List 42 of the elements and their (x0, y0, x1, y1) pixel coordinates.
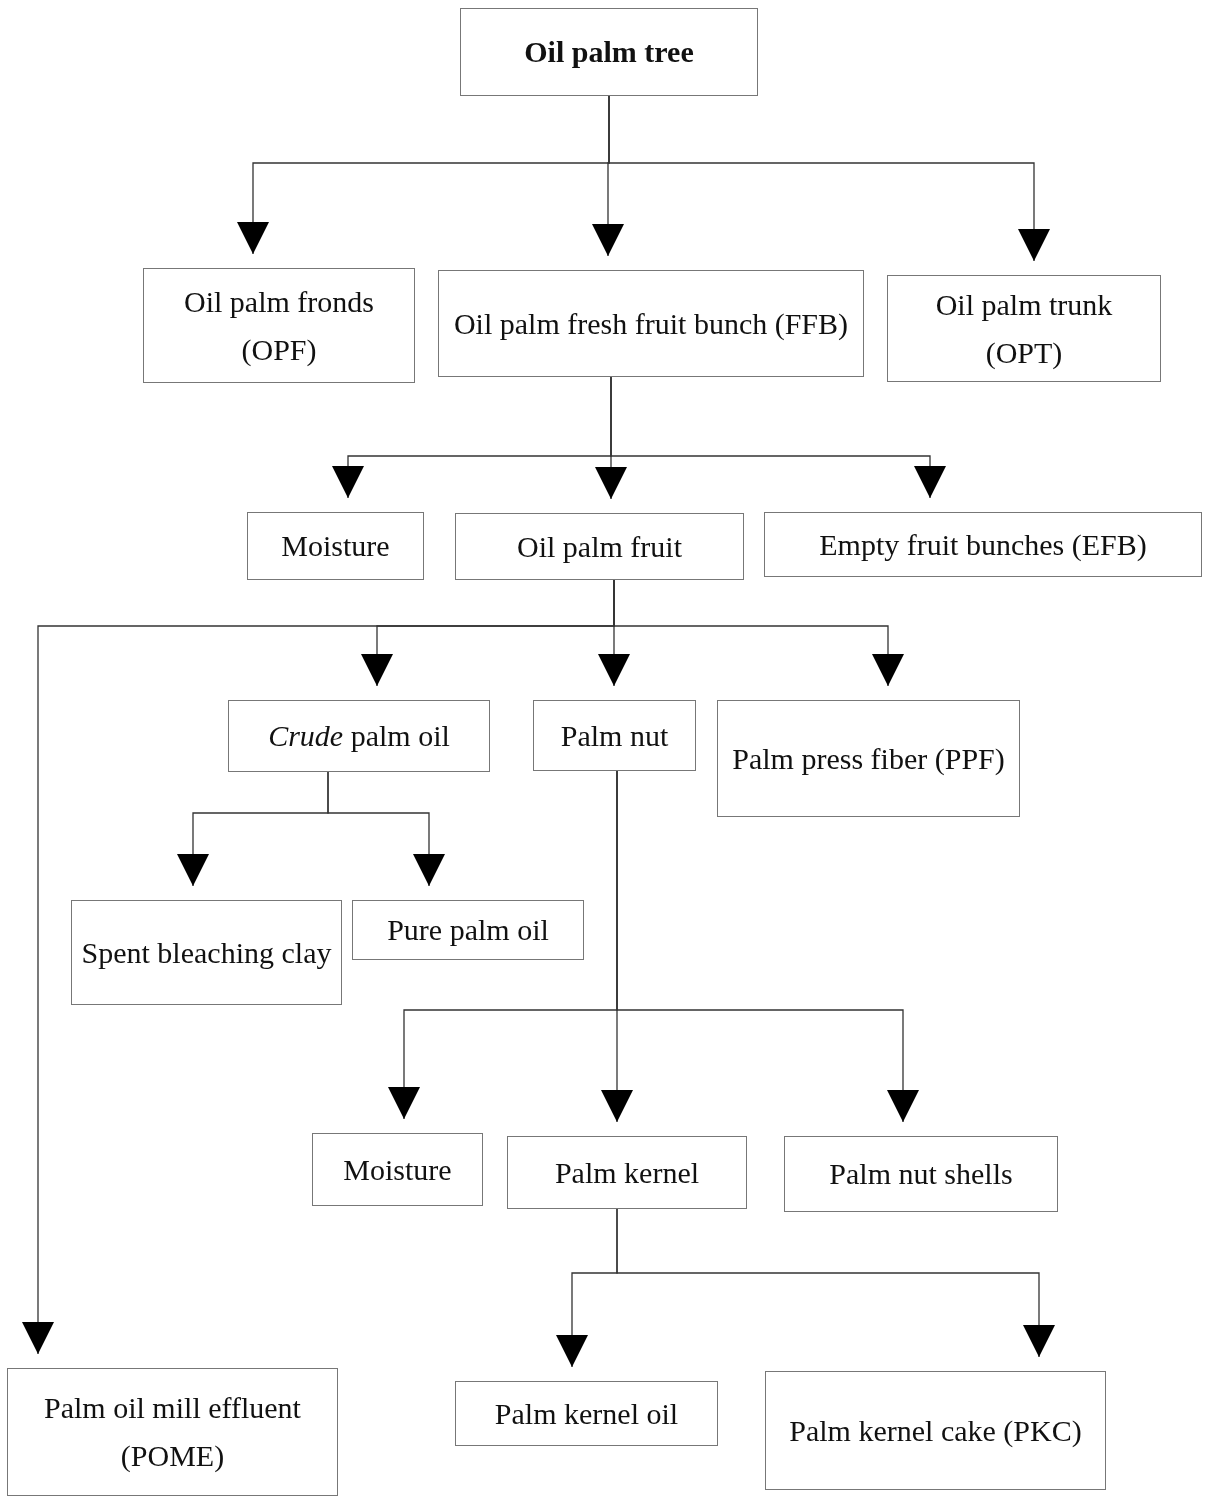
process-box (887, 275, 1161, 382)
node-label: Oil palm tree (523, 34, 695, 70)
process-box (765, 1371, 1106, 1490)
node-label: Oil palm fruit (516, 528, 683, 565)
arrow (610, 376, 946, 499)
node-label: Empty fruit bunches (EFB) (818, 526, 1148, 563)
process-box (247, 512, 424, 580)
node-label: Palm press fiber (PPF) (731, 740, 1006, 777)
process-box (438, 270, 864, 377)
node-label: Oil palm fresh fruit bunch (FFB) (452, 305, 850, 342)
process-box (784, 1136, 1058, 1212)
node-label: Moisture (342, 1151, 453, 1188)
process-box (228, 700, 490, 772)
node-label: Oil palm trunk (OPT) (934, 286, 1114, 371)
node-label: Spent bleaching clay (80, 934, 333, 971)
process-box (533, 700, 696, 771)
process-box (312, 1133, 483, 1206)
process-box (455, 513, 744, 580)
process-box (352, 900, 584, 960)
process-box (455, 1381, 718, 1446)
node-label: Palm nut (559, 717, 670, 754)
process-box (764, 512, 1202, 577)
arrow (613, 579, 904, 687)
process-box (460, 8, 758, 96)
node-label: Palm oil mill effluent (POME) (43, 1390, 302, 1474)
node-label: Oil palm fronds (OPF) (183, 283, 375, 368)
node-label: Pure palm oil (386, 912, 550, 948)
arrow (608, 95, 1050, 262)
arrow (616, 770, 919, 1123)
node-label: Moisture (280, 528, 391, 564)
node-label: Palm kernel cake (PKC) (788, 1412, 1083, 1449)
arrow (327, 771, 445, 887)
process-box (507, 1136, 747, 1209)
process-box (71, 900, 342, 1005)
node-label: Crude palm oil (267, 718, 451, 754)
process-box (7, 1368, 338, 1496)
node-label: Palm nut shells (828, 1156, 1014, 1192)
node-label: Palm kernel (553, 1154, 701, 1191)
process-box (717, 700, 1020, 817)
arrow (616, 1208, 1055, 1358)
process-box (143, 268, 415, 383)
node-label: Palm kernel oil (493, 1395, 680, 1432)
